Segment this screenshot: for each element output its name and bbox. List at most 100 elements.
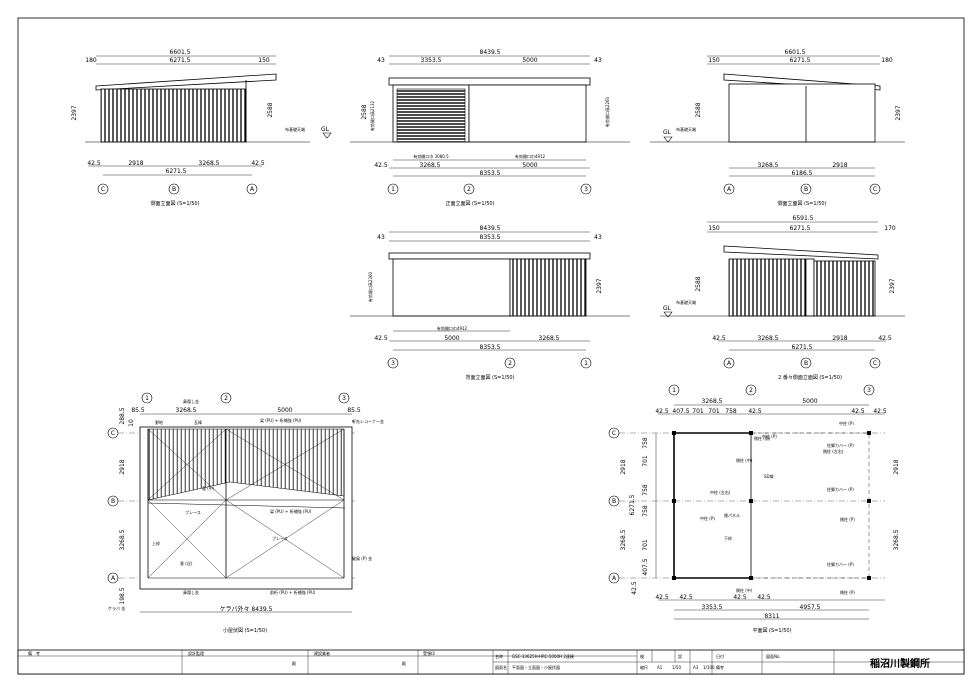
dim-left: 701 bbox=[642, 539, 649, 551]
ground-note: 布基礎天端 bbox=[285, 126, 305, 132]
rear-elevation: 8439.5 8353.5 43 43 有効開口高2260 2397 有効開口巾… bbox=[350, 225, 630, 381]
floor-outline bbox=[673, 432, 870, 579]
post-marker bbox=[867, 576, 871, 580]
open-width-a: 有効開口巾 3080.5 bbox=[413, 153, 449, 159]
grid-label: A bbox=[250, 186, 255, 193]
dim-top-mid: 8353.5 bbox=[480, 234, 501, 241]
view-caption: 小屋伏図 (S=1/50) bbox=[223, 627, 267, 634]
dim-bot-b: 4957.5 bbox=[800, 604, 821, 611]
roof-label: 上枠 bbox=[152, 540, 160, 546]
grid-bubble bbox=[141, 392, 153, 404]
grid-bubble bbox=[387, 357, 399, 369]
plan-label: 側柱 (角) bbox=[754, 435, 771, 441]
title-block-label: 設計監理 bbox=[188, 650, 204, 656]
dim-top-right: 170 bbox=[884, 225, 896, 232]
dim-top-small: 701 bbox=[692, 408, 704, 415]
dim-top-right: 42.5 bbox=[873, 408, 887, 415]
dim-top-right: 42.5 bbox=[851, 408, 865, 415]
dim-left-bot: 198.5 bbox=[119, 587, 126, 604]
dim-bot-a: 2918 bbox=[128, 160, 143, 167]
grid-bubble bbox=[463, 183, 475, 195]
grid-label: C bbox=[101, 186, 105, 193]
dim-top-right: 180 bbox=[881, 57, 893, 64]
grid-label: B bbox=[804, 186, 808, 193]
title-block-label: 受領印 bbox=[423, 650, 435, 656]
grid-label: 1 bbox=[145, 395, 149, 402]
title-block: 備 考 設計監理 殿 建設業者 殿 受領印 名称 GSC-33625H-HRC-… bbox=[17, 649, 965, 675]
grid-bubble bbox=[723, 357, 735, 369]
view-caption: 側面立面図 (S=1/50) bbox=[777, 200, 826, 207]
grid-label: 3 bbox=[342, 395, 346, 402]
dim-top-right: 150 bbox=[258, 57, 270, 64]
dim-top-left: 43 bbox=[377, 57, 385, 64]
dim-top-small: 758 bbox=[725, 408, 737, 415]
roof-label: ブレース bbox=[272, 535, 288, 541]
dim-height-left: 2588 bbox=[695, 276, 702, 291]
floor-plan: 1 2 3 3268.5 5000 42.5 407.5 701 701 758… bbox=[608, 384, 900, 634]
dim-height-left: 有効開口高2260 bbox=[367, 271, 373, 302]
roof-edge bbox=[95, 73, 277, 91]
dim-top-total: 6591.5 bbox=[793, 215, 814, 222]
dim-left: 758 bbox=[642, 437, 649, 449]
roof-label: 垂 (中) bbox=[202, 485, 215, 491]
dim-bottom-total: ケラバ外々 8439.5 bbox=[220, 605, 273, 613]
roof-label: 梁 (PU) + 桁補強 (PU) bbox=[260, 417, 302, 423]
shutter-door bbox=[396, 88, 466, 143]
grid-bubble bbox=[338, 392, 350, 404]
dim-bot-small: 42.5 bbox=[679, 594, 693, 601]
dim-top-mid: 6271.5 bbox=[790, 57, 811, 64]
dim-top-right: 43 bbox=[594, 234, 602, 241]
plan-label: 側柱 (中) bbox=[736, 457, 753, 463]
dim-top-total: 8439.5 bbox=[480, 49, 501, 56]
dim-top-total: 8439.5 bbox=[480, 225, 501, 232]
roof-label: 瓦棒 bbox=[194, 419, 202, 425]
title-block-label: 設 bbox=[678, 653, 682, 659]
post-marker bbox=[867, 431, 871, 435]
dim-top-left: 85.5 bbox=[131, 407, 145, 414]
dim-bot-b: 5000 bbox=[522, 162, 537, 169]
wall-panel bbox=[728, 258, 807, 317]
roof-label: 破風 (P) 金 bbox=[352, 555, 372, 561]
dim-top-b: 5000 bbox=[522, 57, 537, 64]
plan-label: 中柱 (P) bbox=[700, 515, 715, 521]
grid-label: B bbox=[804, 360, 808, 367]
dim-left: 701 bbox=[642, 455, 649, 467]
roof-edge bbox=[723, 245, 879, 260]
side-wall bbox=[728, 83, 876, 143]
plan-label: 柱脚カバー (P) bbox=[827, 442, 854, 448]
roof-label: ケラバ 金 bbox=[108, 605, 125, 611]
dim-height-right: 2397 bbox=[895, 105, 902, 120]
dim-bot-b: 2918 bbox=[832, 335, 847, 342]
roof-label: 梁 (PU) + 桁補強 (PU) bbox=[270, 508, 312, 514]
post-marker bbox=[749, 576, 753, 580]
plan-label: 側柱 (左右) bbox=[823, 448, 844, 454]
company-name: 稲沼川製鋼所 bbox=[870, 657, 930, 670]
grid-bubble bbox=[168, 183, 180, 195]
opening bbox=[392, 258, 511, 317]
stamp-mark: 殿 bbox=[402, 661, 406, 666]
plan-label: 側パネル bbox=[724, 512, 740, 518]
grid-label: A bbox=[727, 360, 732, 367]
open-width-a: 有効開口巾4912 bbox=[437, 325, 468, 331]
dim-top-left: 180 bbox=[85, 57, 97, 64]
roof-label: 垂 (谷) bbox=[180, 560, 193, 566]
plan-label: 側柱 (P) bbox=[840, 589, 855, 595]
dim-height-right: 2588 bbox=[267, 102, 274, 117]
scale-value: A3 bbox=[693, 665, 699, 670]
open-width-b: 有効開口巾4912 bbox=[515, 153, 546, 159]
dim-bot-b: 2918 bbox=[832, 162, 847, 169]
dim-left-b: 3268.5 bbox=[119, 529, 126, 550]
grid-label: C bbox=[612, 430, 616, 437]
grid-bubble bbox=[863, 384, 875, 396]
grid-bubble bbox=[800, 183, 812, 195]
roof-label: 軒先レコーナー金 bbox=[352, 418, 384, 424]
dim-left-small: 10 bbox=[128, 419, 135, 427]
title-block-label: 日付 bbox=[716, 653, 724, 659]
dim-bot-small: 42.5 bbox=[655, 594, 669, 601]
dim-bot-small: 42.5 bbox=[733, 594, 747, 601]
dim-right-b: 3268.5 bbox=[893, 529, 900, 550]
post-marker bbox=[672, 431, 676, 435]
dim-bot-b: 3268.5 bbox=[199, 160, 220, 167]
stamp-mark: 殿 bbox=[292, 661, 296, 666]
roof-label: 鼻隠し金 bbox=[183, 589, 199, 595]
